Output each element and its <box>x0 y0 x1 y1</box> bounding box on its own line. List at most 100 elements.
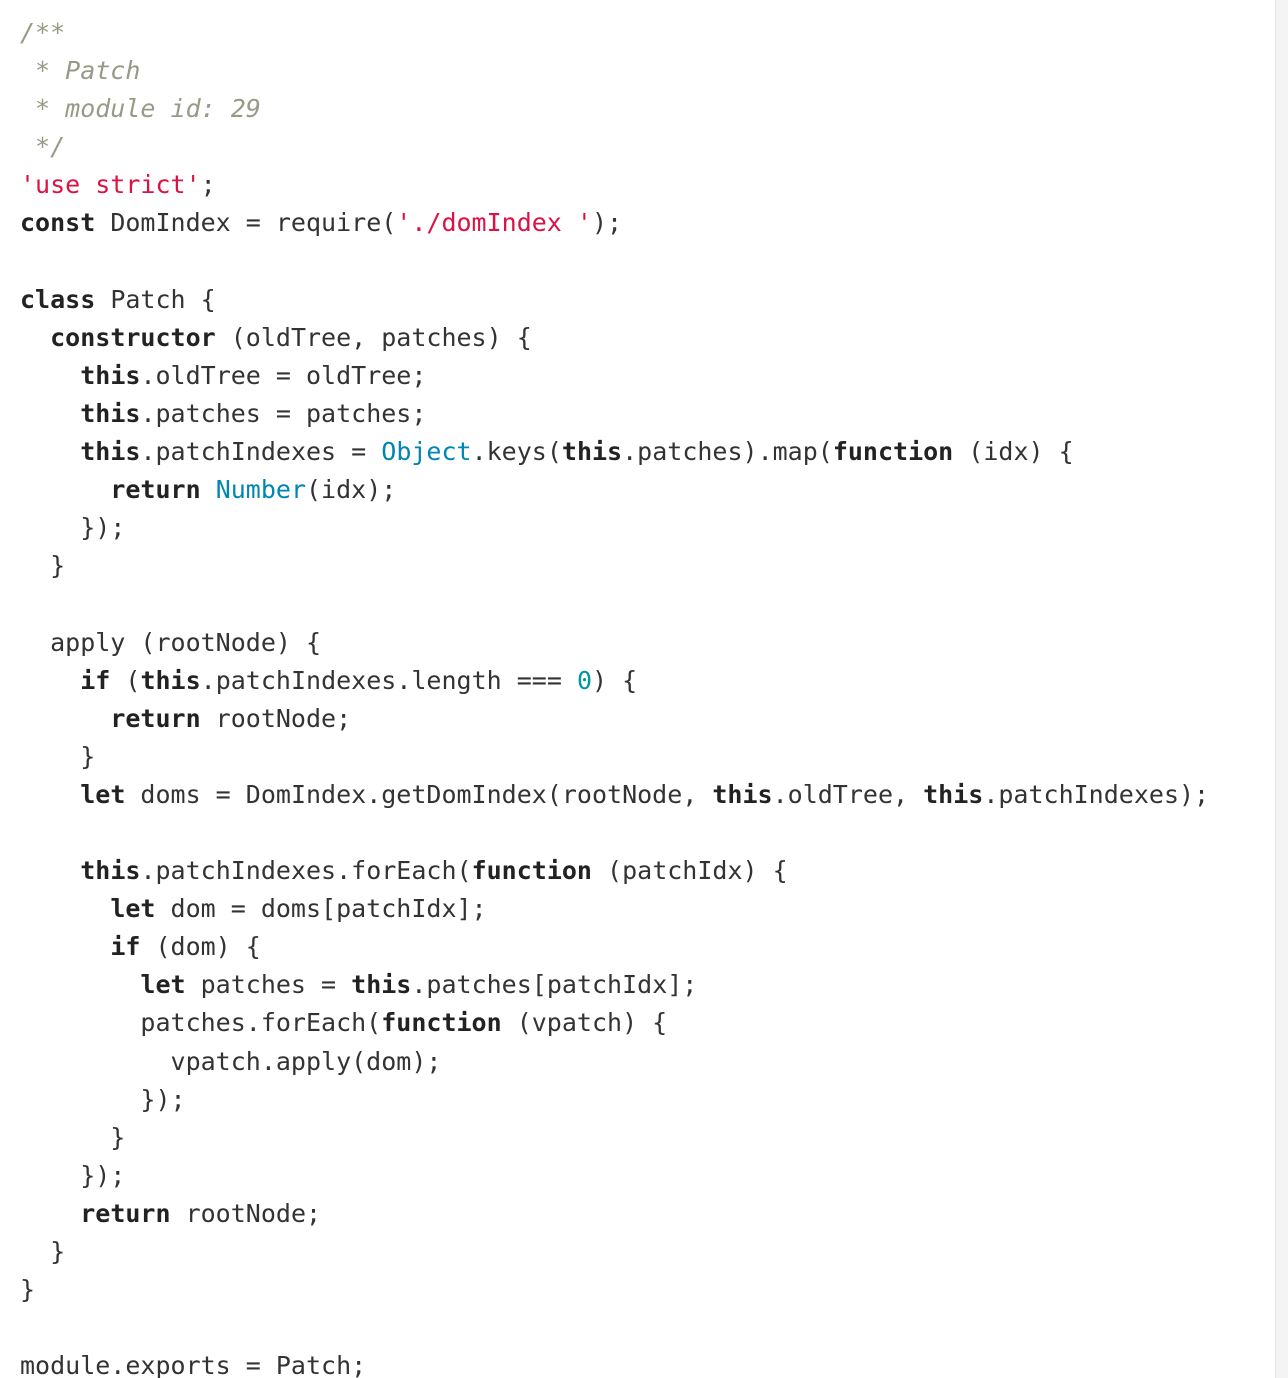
code-token: (idx); <box>306 475 397 505</box>
code-token: (patchIdx) { <box>592 856 788 886</box>
code-line: } <box>20 1233 1268 1271</box>
code-token: }); <box>20 1084 186 1114</box>
code-line: patches.forEach(function (vpatch) { <box>20 1004 1268 1042</box>
code-token: .patchIndexes); <box>983 779 1210 809</box>
code-token: 0 <box>576 665 593 695</box>
code-token: this <box>923 779 984 809</box>
code-token: patches.forEach( <box>20 1008 382 1038</box>
code-token <box>20 666 80 695</box>
code-token: doms = DomIndex.getDomIndex(rootNode, <box>125 779 713 809</box>
code-block[interactable]: /** * Patch * module id: 29 */ 'use stric… <box>20 14 1268 1378</box>
code-token: }); <box>20 513 126 543</box>
code-token: .patchIndexes.forEach( <box>140 856 472 886</box>
code-token: /** <box>20 18 66 47</box>
code-line: }); <box>20 1081 1268 1119</box>
code-token: (vpatch) { <box>501 1008 668 1038</box>
code-line: this.patchIndexes.forEach(function (patc… <box>20 852 1268 890</box>
code-token <box>20 894 110 923</box>
code-line: apply (rootNode) { <box>20 624 1268 662</box>
code-token: .oldTree = oldTree; <box>140 360 427 390</box>
scrollbar-track[interactable] <box>1275 0 1288 1378</box>
code-token: return <box>110 475 201 505</box>
code-line: * module id: 29 <box>20 90 1268 128</box>
code-token <box>20 932 110 961</box>
code-line: this.oldTree = oldTree; <box>20 357 1268 395</box>
code-token: ); <box>591 208 623 238</box>
code-token: this <box>140 665 201 695</box>
code-line: this.patchIndexes = Object.keys(this.pat… <box>20 433 1268 471</box>
code-token: (idx) { <box>953 437 1074 467</box>
code-token: this <box>80 856 141 886</box>
code-token: } <box>20 741 96 771</box>
code-line: } <box>20 738 1268 776</box>
code-token <box>20 780 80 809</box>
code-token: */ <box>20 132 66 162</box>
code-token: this <box>712 779 773 809</box>
code-token <box>20 970 140 999</box>
code-token: .oldTree, <box>772 779 924 809</box>
code-token <box>20 856 80 885</box>
code-token <box>20 399 80 428</box>
code-line: } <box>20 547 1268 585</box>
code-token: Number <box>215 475 306 505</box>
code-token: function <box>471 856 592 886</box>
code-token: './domIndex ' <box>396 208 592 238</box>
code-line: return rootNode; <box>20 700 1268 738</box>
code-token: .patches = patches; <box>140 398 427 428</box>
code-line: ​ <box>20 814 1268 852</box>
code-token: this <box>80 360 141 390</box>
code-line: module.exports = Patch; <box>20 1347 1268 1378</box>
code-line: * Patch <box>20 52 1268 90</box>
code-token: this <box>561 437 623 467</box>
code-token: }); <box>20 1160 126 1190</box>
code-token: (dom) { <box>140 932 261 962</box>
code-line: vpatch.apply(dom); <box>20 1043 1268 1081</box>
code-line: let dom = doms[patchIdx]; <box>20 890 1268 928</box>
code-token: let <box>110 894 156 924</box>
code-token: return <box>110 703 201 733</box>
code-token: DomIndex = require( <box>95 208 397 238</box>
code-token: constructor <box>50 322 216 352</box>
code-token: patches = <box>185 970 352 1000</box>
code-token <box>201 475 216 504</box>
code-line: const DomIndex = require('./domIndex '); <box>20 204 1268 242</box>
code-token: .patchIndexes = <box>140 437 382 467</box>
code-line: /** <box>20 14 1268 52</box>
code-token: this <box>351 970 412 1000</box>
code-line: ​ <box>20 243 1268 281</box>
code-line: let doms = DomIndex.getDomIndex(rootNode… <box>20 776 1268 814</box>
code-line: return Number(idx); <box>20 471 1268 509</box>
code-token: (oldTree, patches) { <box>215 322 532 352</box>
code-line: } <box>20 1271 1268 1309</box>
code-token: .keys( <box>471 437 562 467</box>
code-line: }); <box>20 1157 1268 1195</box>
code-line: */ <box>20 128 1268 166</box>
code-token: 'use strict' <box>20 170 201 200</box>
code-token: const <box>20 208 96 238</box>
code-token: function <box>381 1008 502 1038</box>
code-token: return <box>80 1198 171 1228</box>
code-line: }); <box>20 509 1268 547</box>
code-line: let patches = this.patches[patchIdx]; <box>20 966 1268 1004</box>
code-line: 'use strict'; <box>20 166 1268 204</box>
code-token: } <box>20 1237 66 1266</box>
code-token: class <box>20 284 96 314</box>
code-token: let <box>140 970 186 1000</box>
code-token: * module id: 29 <box>20 94 261 124</box>
code-token: module.exports = Patch; <box>20 1351 367 1378</box>
code-token <box>20 1199 80 1228</box>
code-line: class Patch { <box>20 281 1268 319</box>
code-token <box>20 361 80 390</box>
code-line: return rootNode; <box>20 1195 1268 1233</box>
code-token: Patch { <box>95 284 216 314</box>
code-token: if <box>80 665 111 695</box>
code-token: vpatch.apply(dom); <box>20 1046 442 1076</box>
code-token: rootNode; <box>200 703 352 733</box>
code-token: ) { <box>592 665 638 695</box>
code-line: if (dom) { <box>20 928 1268 966</box>
code-token: } <box>20 1122 126 1152</box>
code-token: ; <box>200 170 216 200</box>
code-line: } <box>20 1119 1268 1157</box>
code-line: if (this.patchIndexes.length === 0) { <box>20 662 1268 700</box>
code-token: .patches).map( <box>622 437 833 467</box>
